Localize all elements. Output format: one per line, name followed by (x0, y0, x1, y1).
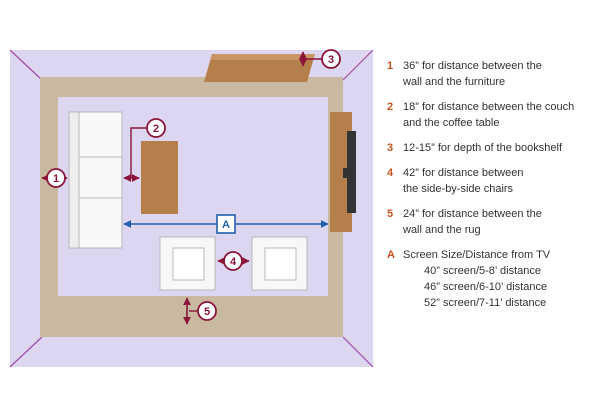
callout-1-badge (46, 168, 66, 188)
tv-distance-badge (216, 214, 236, 234)
room-corner-line-br (342, 336, 374, 368)
callout-4-label: 4 (230, 256, 237, 268)
legend-line: Screen Size/Distance from TV (403, 249, 551, 261)
callout-5-badge (197, 301, 217, 321)
callout-3-badge (321, 49, 341, 69)
callout-5-label: 5 (204, 306, 210, 318)
legend-item-3: 3 12-15” for depth of the bookshelf (387, 140, 597, 156)
legend-item-2: 2 18” for distance between the couch and… (387, 99, 597, 131)
room-corner-line-bl (9, 336, 43, 368)
legend-line: 42” for distance between (403, 167, 524, 179)
callout-2-label: 2 (153, 123, 159, 135)
screen-size-row: 52” screen/7-11’ distance (424, 297, 547, 309)
legend-line: the side-by-side chairs (403, 183, 514, 195)
legend-item-5: 5 24” for distance between the wall and … (387, 206, 597, 238)
legend-key: 2 (387, 101, 394, 113)
legend-key: 4 (387, 167, 394, 179)
bookshelf (204, 54, 315, 82)
legend-line: wall and the rug (403, 224, 481, 236)
legend-line: wall and the furniture (403, 76, 506, 88)
legend-item-a: A Screen Size/Distance from TV 40” scree… (387, 247, 597, 311)
legend-line: 36” for distance between the (403, 60, 542, 72)
legend-line: 18” for distance between the couch (403, 101, 575, 113)
callout-3-label: 3 (328, 54, 334, 66)
legend-line: 12-15” for depth of the bookshelf (403, 142, 562, 154)
coffee-table (141, 141, 178, 214)
legend-line: and the coffee table (403, 117, 500, 129)
legend-key: A (387, 249, 395, 261)
screen-size-row: 46” screen/6-10’ distance (424, 281, 548, 293)
callout-4-badge (223, 251, 243, 271)
callout-2-leader (130, 127, 148, 178)
legend-key: 5 (387, 208, 394, 220)
chair-left (159, 236, 216, 291)
legend-item-1: 1 36” for distance between the wall and … (387, 58, 597, 90)
tv-stand (343, 168, 347, 178)
screen-size-row: 40” screen/5-8’ distance (424, 265, 541, 277)
callout-1-label: 1 (53, 173, 59, 185)
tv-screen (347, 131, 356, 213)
screen-size-list: 40” screen/5-8’ distance 46” screen/6-10… (403, 263, 597, 311)
bookshelf-top-face (210, 54, 315, 60)
room-corner-line-tr (342, 49, 374, 81)
legend-key: 3 (387, 142, 394, 154)
legend: 1 36” for distance between the wall and … (387, 58, 597, 320)
tv-console (330, 112, 352, 232)
legend-line: 24” for distance between the (403, 208, 542, 220)
legend-item-4: 4 42” for distance between the side-by-s… (387, 165, 597, 197)
chair-right (251, 236, 308, 291)
tv-distance-label: A (222, 219, 230, 231)
callout-2-badge (146, 118, 166, 138)
room-corner-line-tl (9, 49, 43, 81)
couch-back (68, 111, 80, 249)
legend-key: 1 (387, 60, 394, 72)
